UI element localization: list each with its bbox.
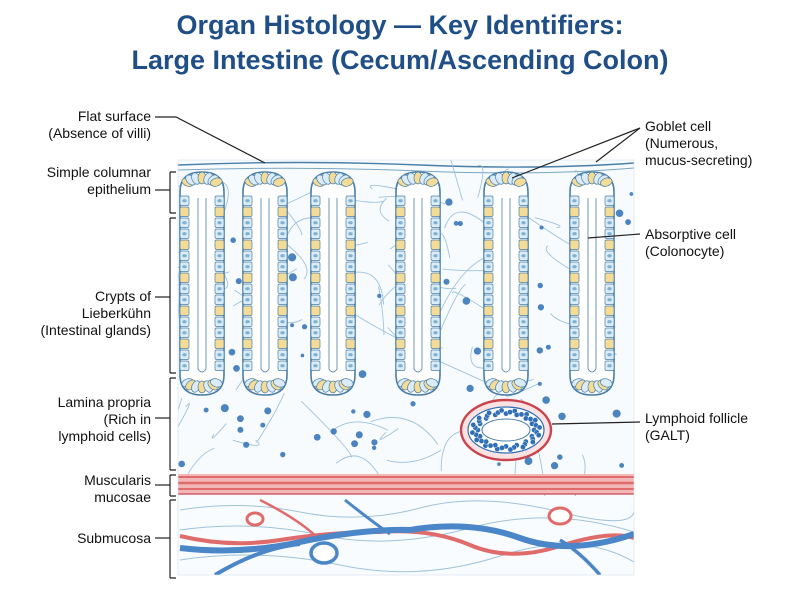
flat-surface-layer xyxy=(178,161,634,174)
label-flat-surface: Flat surface (Absence of villi) xyxy=(0,108,151,142)
crypt xyxy=(483,171,529,396)
label-flat-surface-l1: Flat surface xyxy=(77,108,151,124)
lymphoid-follicle xyxy=(459,398,553,462)
lymphoid-cells xyxy=(178,192,634,470)
label-crypts-l3: (Intestinal glands) xyxy=(40,322,151,338)
crypt xyxy=(242,171,288,396)
label-crypts-l1: Crypts of xyxy=(94,288,151,304)
crypt xyxy=(310,171,356,396)
label-submucosa-l1: Submucosa xyxy=(77,530,151,546)
title-line-2: Large Intestine (Cecum/Ascending Colon) xyxy=(131,45,669,75)
label-crypts-l2: Lieberkühn xyxy=(81,305,151,321)
left-brackets xyxy=(155,116,266,579)
label-absorptive-cell: Absorptive cell (Colonocyte) xyxy=(645,226,795,260)
label-lymphoid-l1: Lymphoid follicle xyxy=(645,410,748,426)
label-lamina-propria: Lamina propria (Rich in lymphoid cells) xyxy=(0,394,151,445)
label-flat-surface-l2: (Absence of villi) xyxy=(48,125,151,141)
label-goblet-cell: Goblet cell (Numerous, mucus-secreting) xyxy=(645,118,795,169)
label-lamina-l3: lymphoid cells) xyxy=(58,428,151,444)
label-epithelium-l1: Simple columnar xyxy=(46,164,151,180)
crypt xyxy=(395,171,441,396)
label-absorptive-l2: (Colonocyte) xyxy=(645,243,725,259)
label-lamina-l2: (Rich in xyxy=(103,411,151,427)
muscularis-mucosae-layer xyxy=(178,474,634,495)
label-epithelium: Simple columnar epithelium xyxy=(0,164,151,198)
label-goblet-l3: mucus-secreting) xyxy=(645,152,753,168)
label-muscularis-l1: Muscularis xyxy=(84,472,151,488)
crypt xyxy=(569,171,615,396)
submucosa-layer xyxy=(178,496,634,575)
crypt xyxy=(179,171,225,396)
label-goblet-l2: (Numerous, xyxy=(645,135,719,151)
label-muscularis-l2: mucosae xyxy=(94,489,151,505)
right-leaders xyxy=(511,127,641,425)
label-lymphoid-l2: (GALT) xyxy=(645,427,690,443)
crypts-of-lieberkuhn xyxy=(179,171,615,396)
label-epithelium-l2: epithelium xyxy=(87,181,151,197)
label-lymphoid-follicle: Lymphoid follicle (GALT) xyxy=(645,410,795,444)
label-crypts: Crypts of Lieberkühn (Intestinal glands) xyxy=(0,288,151,339)
label-muscularis-mucosae: Muscularis mucosae xyxy=(0,472,151,506)
label-lamina-l1: Lamina propria xyxy=(57,394,151,410)
label-submucosa: Submucosa xyxy=(0,530,151,547)
label-absorptive-l1: Absorptive cell xyxy=(645,226,737,242)
title-line-1: Organ Histology — Key Identifiers: xyxy=(176,10,624,40)
vein xyxy=(179,523,634,554)
label-goblet-l1: Goblet cell xyxy=(645,118,712,134)
